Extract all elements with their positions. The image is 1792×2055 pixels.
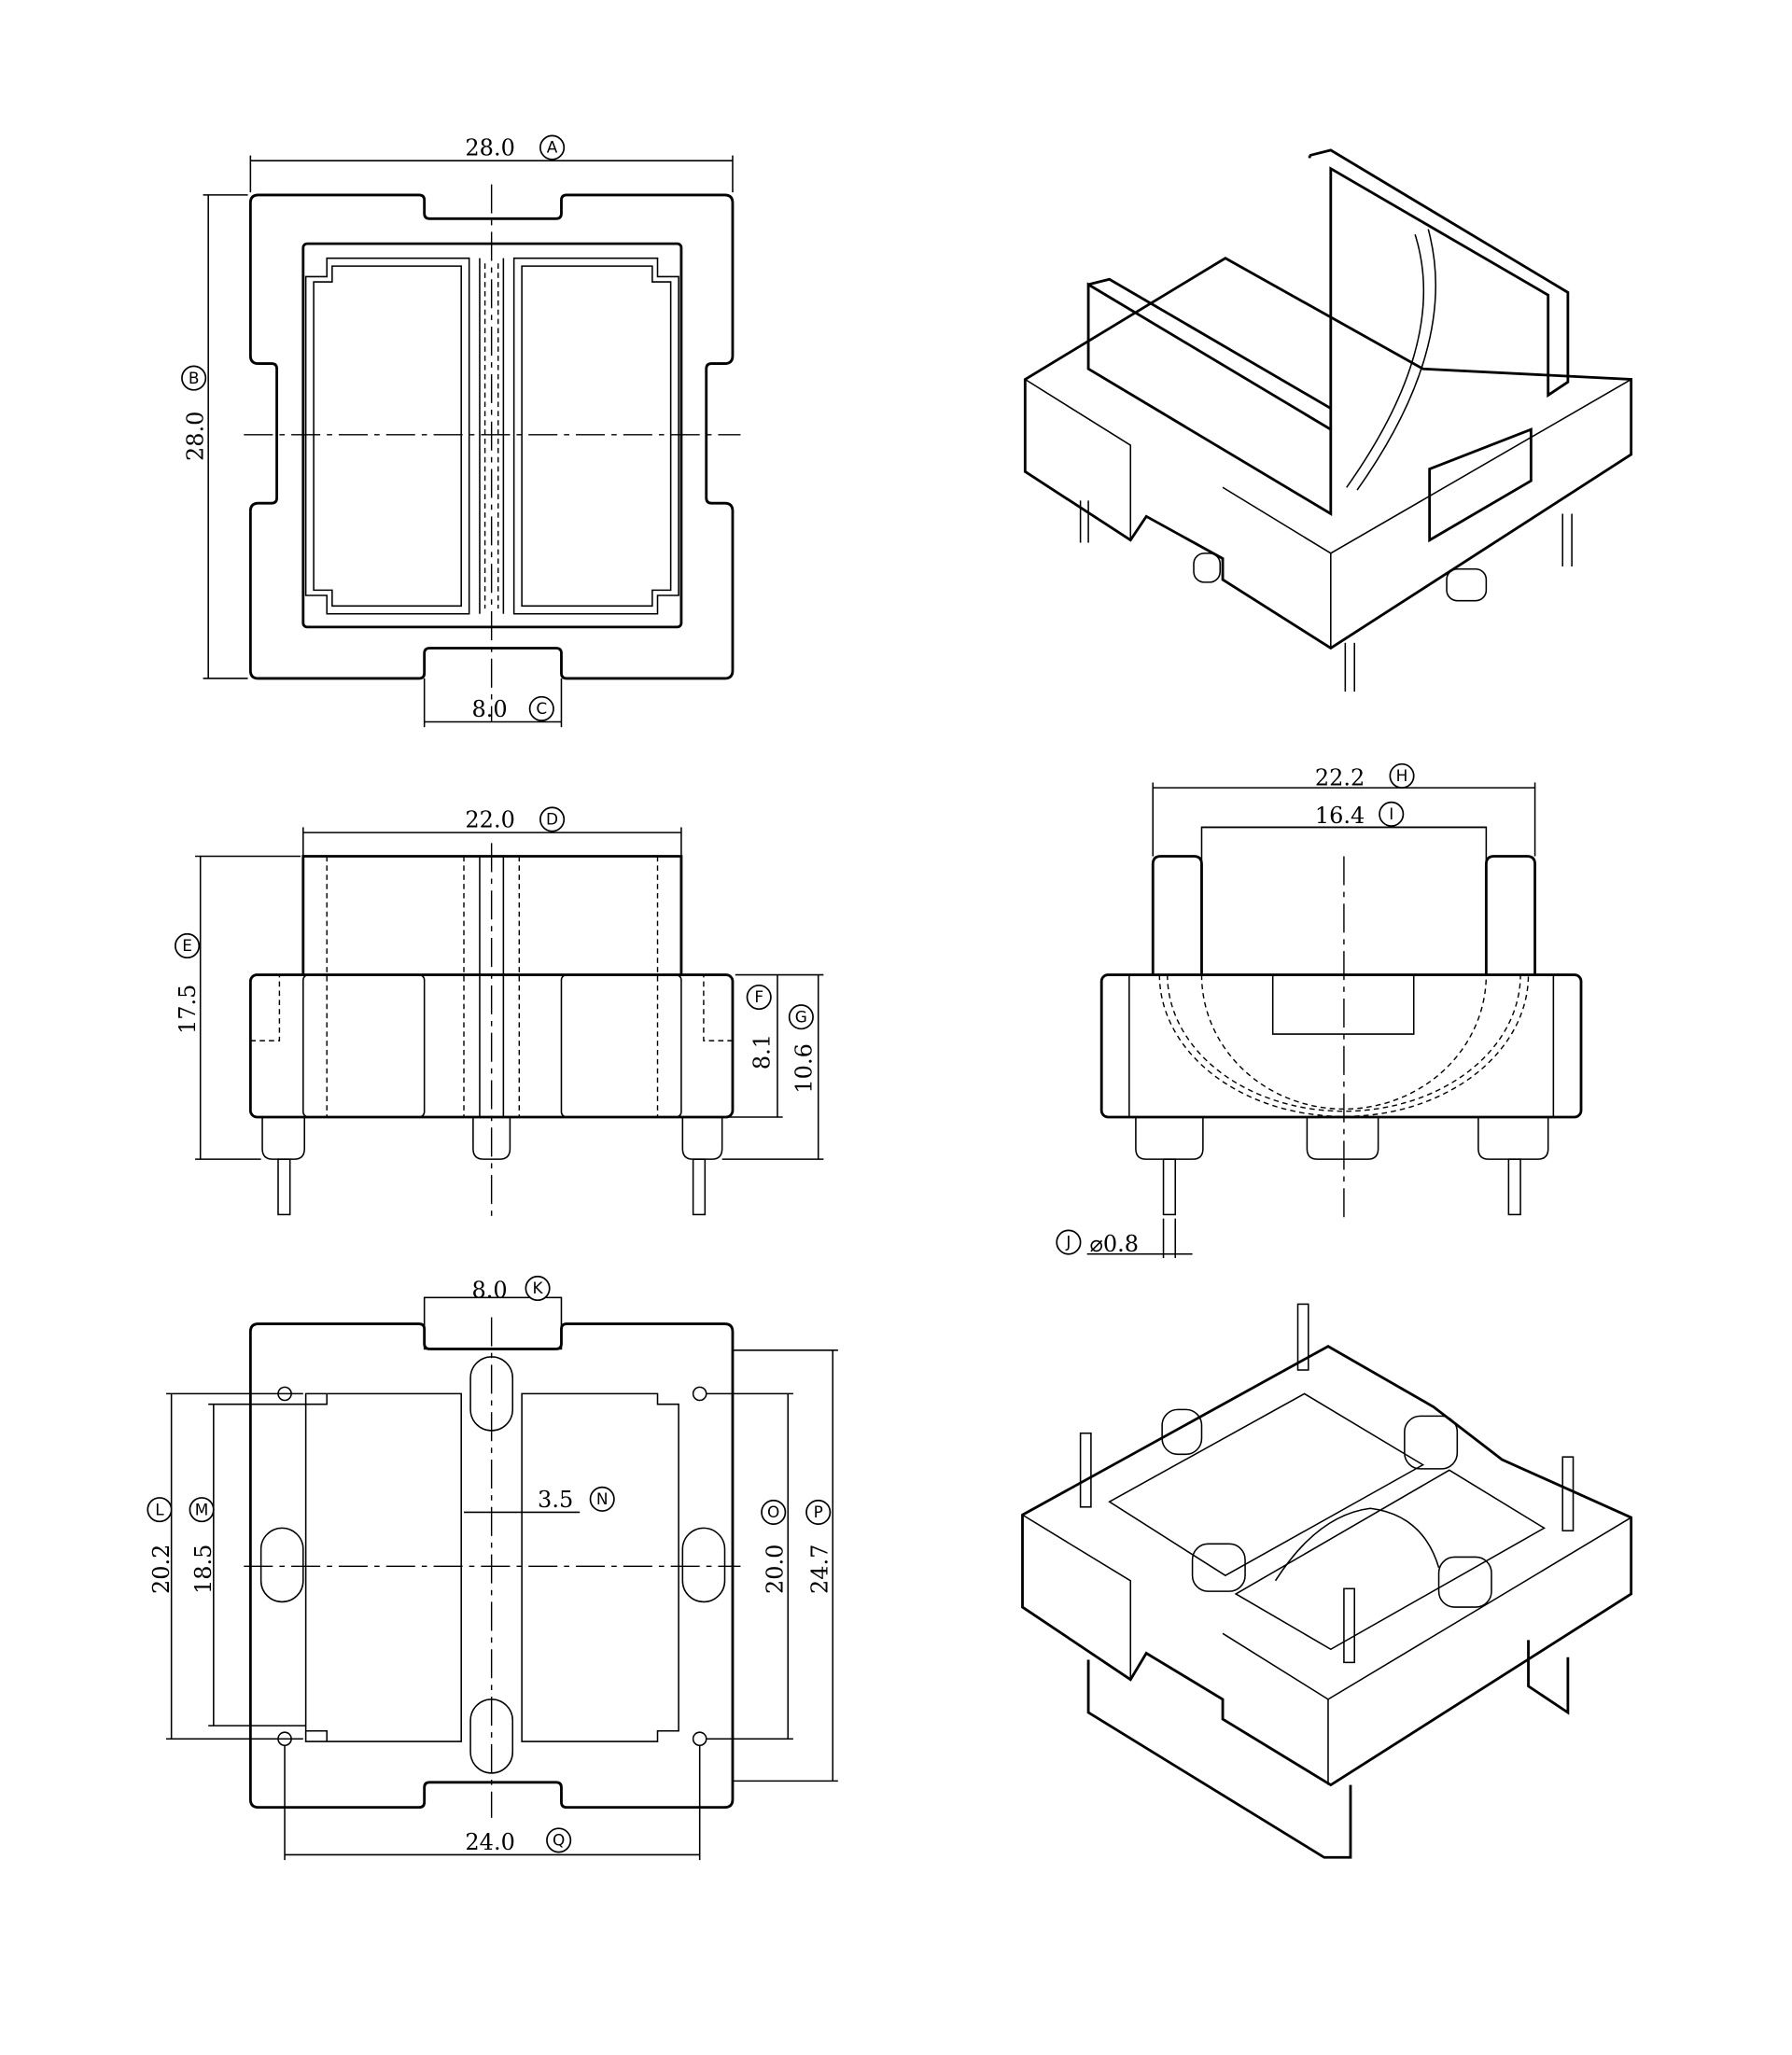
dim-H-value: 22.2 — [1315, 764, 1365, 790]
isometric-view-bottom — [1021, 1303, 1633, 1859]
dim-F-id: F — [754, 987, 763, 1006]
dim-I-value: 16.4 — [1315, 803, 1365, 829]
dim-M-id: M — [195, 1500, 209, 1518]
side-view — [195, 827, 824, 1219]
dim-M-value: 18.5 — [190, 1545, 217, 1594]
dim-B-id: B — [189, 369, 200, 387]
dim-L-id: L — [155, 1500, 164, 1518]
bottom-view — [166, 1296, 838, 1861]
dim-D-value: 22.0 — [465, 806, 514, 832]
dim-G-value: 10.6 — [791, 1043, 818, 1093]
dim-G-id: G — [795, 1007, 807, 1026]
dim-K-value: 8.0 — [471, 1277, 507, 1303]
dim-E-value: 17.5 — [175, 985, 201, 1034]
dim-A-id: A — [547, 138, 558, 157]
dim-L-value: 20.2 — [148, 1545, 175, 1594]
dim-J-value: ⌀0.8 — [1089, 1231, 1139, 1257]
dim-O-id: O — [767, 1503, 779, 1521]
dim-B-value: 28.0 — [183, 412, 209, 461]
dim-J-id: J — [1065, 1233, 1071, 1251]
dim-Q-id: Q — [553, 1831, 565, 1850]
dim-F-value: 8.1 — [749, 1034, 775, 1069]
dim-A-value: 28.0 — [465, 135, 514, 161]
dim-E-id: E — [182, 936, 192, 955]
dim-K-id: K — [533, 1279, 544, 1297]
dim-D-id: D — [546, 810, 558, 829]
dim-P-id: P — [814, 1503, 823, 1521]
front-view — [1086, 782, 1583, 1259]
dim-N-value: 3.5 — [538, 1487, 573, 1513]
dim-N-id: N — [596, 1489, 609, 1508]
dim-O-value: 20.0 — [763, 1545, 789, 1594]
dim-P-value: 24.7 — [807, 1545, 833, 1594]
dim-H-id: H — [1396, 766, 1408, 785]
dim-C-id: C — [536, 699, 547, 718]
dimension-labels: 28.0 A 28.0 B 8.0 C 22.0 D 17.5 E 8.1 F … — [147, 134, 1415, 1855]
isometric-view-top — [1023, 148, 1633, 692]
dim-Q-value: 24.0 — [465, 1829, 514, 1855]
dim-C-value: 8.0 — [471, 696, 507, 722]
top-view — [203, 155, 741, 728]
dim-I-id: I — [1389, 804, 1393, 823]
